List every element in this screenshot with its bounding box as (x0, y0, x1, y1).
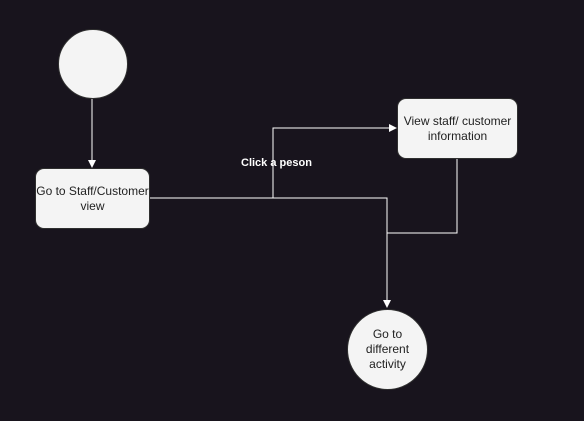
view-staff-customer-information-node: View staff/ customer information (397, 98, 518, 159)
go-to-staff-customer-view-node: Go to Staff/Customer view (35, 168, 150, 229)
end-label: Go to different activity (365, 327, 410, 371)
edge-view-to-info (150, 124, 397, 199)
view-info-label: View staff/ customer information (403, 113, 512, 143)
edge-label-click-a-person: Click a peson (241, 157, 312, 169)
edge-info-to-end (387, 158, 458, 234)
go-to-different-activity-node: Go to different activity (347, 309, 428, 390)
start-node (58, 29, 128, 99)
edge-view-to-end (273, 197, 391, 308)
go-to-view-label: Go to Staff/Customer view (36, 183, 149, 213)
